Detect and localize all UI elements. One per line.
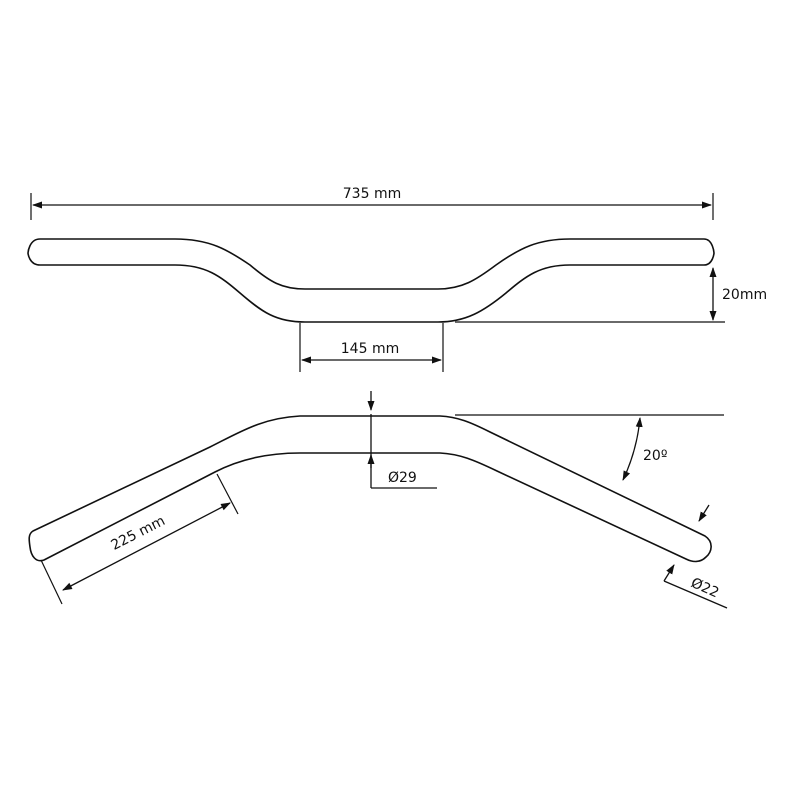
bar-outline-side xyxy=(28,415,712,563)
grip-length-dimension xyxy=(62,502,231,591)
overall-width-label: 735 mm xyxy=(343,186,401,202)
diameter-22-arrow-bottom xyxy=(663,564,675,582)
grip-ext-left xyxy=(40,559,63,605)
diameter-22-label: Ø22 xyxy=(688,575,721,601)
diameter-22-shelf xyxy=(663,580,728,609)
front-view: 735 mm 20mm 145 mm xyxy=(27,186,767,372)
diameter-29-label: Ø29 xyxy=(388,470,417,486)
bend-angle-arc xyxy=(622,417,643,481)
grip-length-label: 225 mm xyxy=(109,513,168,554)
bend-angle-label: 20º xyxy=(643,448,667,464)
center-width-label: 145 mm xyxy=(341,341,399,357)
rise-label: 20mm xyxy=(722,287,767,303)
diameter-22-arrow-top xyxy=(698,504,710,522)
side-view: Ø29 20º 225 mm Ø22 xyxy=(28,391,728,609)
grip-ext-right xyxy=(216,473,239,515)
bar-outline-front xyxy=(27,238,715,323)
